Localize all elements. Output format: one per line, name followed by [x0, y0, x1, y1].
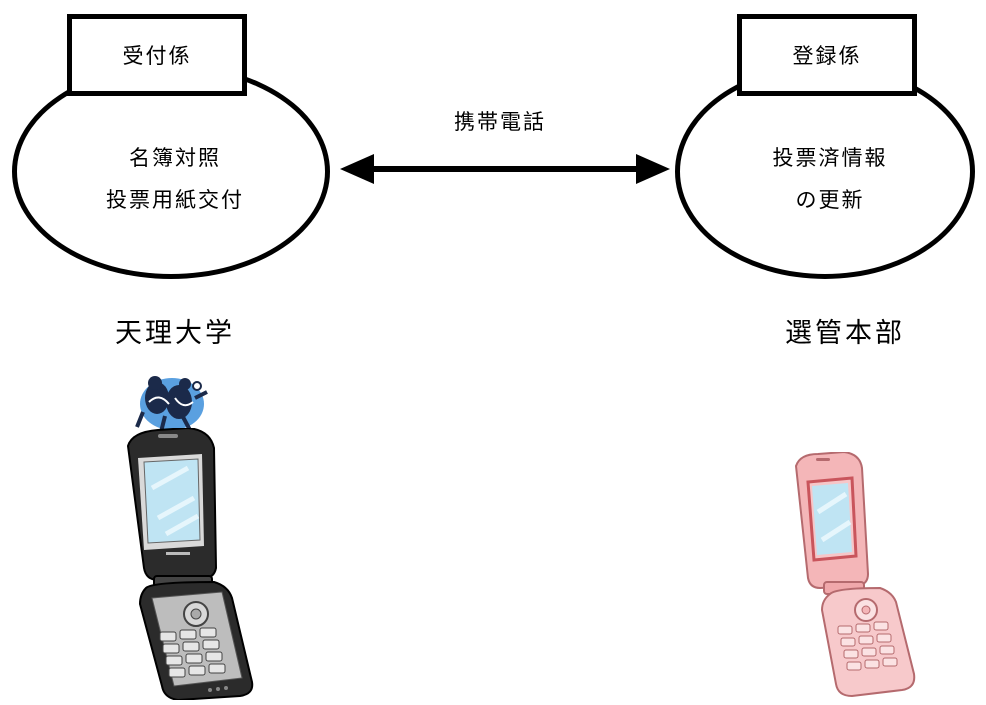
right-node-ellipse [675, 64, 975, 279]
people-cluster-icon [135, 376, 208, 433]
left-task-1: 名簿対照 [129, 146, 221, 170]
black-flip-phone-icon [126, 428, 254, 700]
left-role-label: 受付係 [122, 44, 192, 68]
right-role-box: 登録係 [737, 14, 917, 96]
right-task-2: の更新 [795, 188, 865, 212]
left-role-box: 受付係 [67, 14, 247, 96]
right-location-label: 選管本部 [785, 318, 905, 349]
connection-label: 携帯電話 [454, 110, 546, 134]
double-arrow-icon [340, 154, 670, 184]
right-role-label: 登録係 [792, 44, 862, 68]
pink-flip-phone-icon [794, 452, 916, 698]
left-task-list: 名簿対照 投票用紙交付 [60, 137, 290, 221]
left-task-2: 投票用紙交付 [106, 188, 244, 212]
right-task-1: 投票済情報 [772, 146, 888, 170]
left-location-label: 天理大学 [115, 318, 235, 349]
right-task-list: 投票済情報 の更新 [715, 137, 945, 221]
